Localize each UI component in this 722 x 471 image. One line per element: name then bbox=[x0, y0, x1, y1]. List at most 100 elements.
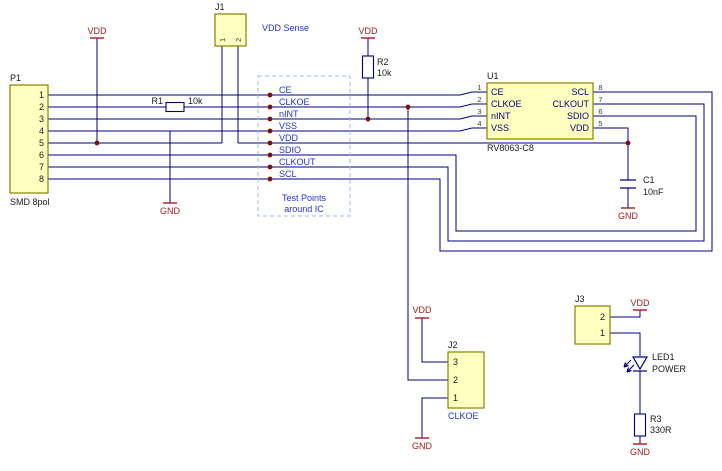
test-point-net-label: CE bbox=[279, 85, 292, 95]
vdd-label: VDD bbox=[87, 26, 107, 36]
u1-pin-number: 3 bbox=[477, 107, 481, 116]
r3-body bbox=[633, 413, 647, 437]
net-ce-wire bbox=[48, 91, 487, 96]
j3-pin2-vdd-wire bbox=[610, 310, 641, 318]
test-point-net-label: VSS bbox=[279, 121, 297, 131]
r3-value: 330R bbox=[650, 425, 672, 435]
test-pad bbox=[267, 164, 273, 170]
c1-plates-icon bbox=[620, 179, 636, 189]
gnd-label: GND bbox=[630, 447, 651, 457]
p1-type: SMD 8pol bbox=[10, 197, 50, 207]
test-point-net-label: CLKOUT bbox=[279, 157, 316, 167]
p1-pin-number: 3 bbox=[39, 114, 44, 124]
test-point-net-label: SDIO bbox=[279, 145, 301, 155]
test-point-net-label: nINT bbox=[279, 109, 299, 119]
vdd-label: VDD bbox=[630, 298, 650, 308]
p1-pin-number: 1 bbox=[39, 90, 44, 100]
test-pad bbox=[267, 116, 273, 122]
u1-ref: U1 bbox=[487, 71, 499, 81]
test-point-net-label: VDD bbox=[279, 133, 299, 143]
p1-pin-number: 2 bbox=[39, 102, 44, 112]
j2-pin-number: 2 bbox=[453, 375, 458, 385]
u1-pin-number: 6 bbox=[598, 107, 602, 116]
test-pads bbox=[267, 92, 273, 182]
c1-value: 10nF bbox=[643, 187, 664, 197]
resistor-r2: R2 10k bbox=[361, 55, 392, 79]
j3-pin1-led-wire bbox=[610, 332, 641, 356]
j3-pin-number: 2 bbox=[600, 312, 605, 322]
j2-ref: J2 bbox=[448, 340, 458, 350]
test-pad bbox=[267, 128, 273, 134]
j3-ref: J3 bbox=[575, 294, 585, 304]
u1-pin-number: 2 bbox=[477, 95, 481, 104]
test-points-caption-line1: Test Points bbox=[282, 193, 327, 203]
net-nint-wire bbox=[48, 115, 487, 120]
test-pad bbox=[267, 104, 273, 110]
r2-body bbox=[361, 55, 375, 79]
junction-dot bbox=[365, 116, 371, 122]
led1-ref: LED1 bbox=[652, 352, 675, 362]
test-points-group: CE CLKOE nINT VSS VDD SDIO CLKOUT SCL Te… bbox=[257, 75, 351, 217]
test-pad bbox=[267, 152, 273, 158]
j1-pin-number: 2 bbox=[234, 38, 243, 42]
test-points-outline bbox=[257, 75, 351, 217]
net-clkoe-wire-right bbox=[184, 103, 487, 108]
junction-dot bbox=[405, 104, 411, 110]
u1-body bbox=[486, 82, 594, 140]
led-light-arrows-icon bbox=[623, 359, 635, 373]
u1-pin-name: VSS bbox=[491, 123, 509, 133]
test-pad bbox=[267, 176, 273, 182]
j2-clkoe-tap bbox=[407, 107, 448, 381]
j1-pin-number: 1 bbox=[218, 38, 227, 42]
net-clkout-wire bbox=[48, 103, 705, 242]
c1-ref: C1 bbox=[643, 175, 655, 185]
test-point-net-label: CLKOE bbox=[279, 97, 310, 107]
net-scl-wire bbox=[48, 91, 713, 252]
vdd-sense-annotation: VDD Sense bbox=[262, 23, 309, 33]
junctions bbox=[94, 104, 631, 146]
vdd-label: VDD bbox=[358, 26, 378, 36]
p1-pin-number: 5 bbox=[39, 138, 44, 148]
r2-value: 10k bbox=[377, 68, 392, 78]
r2-ref: R2 bbox=[377, 57, 389, 67]
j3-body bbox=[574, 305, 611, 345]
led1-value: POWER bbox=[652, 364, 687, 374]
u1-pin-name: CLKOUT bbox=[552, 99, 589, 109]
p1-pin-number: 8 bbox=[39, 174, 44, 184]
u1-vdd-c1-wire bbox=[593, 127, 629, 208]
gnd-label: GND bbox=[160, 206, 181, 216]
p1-pin-number: 7 bbox=[39, 162, 44, 172]
u1-pin-number: 1 bbox=[477, 83, 481, 92]
r3-ref: R3 bbox=[650, 414, 662, 424]
capacitor-c1: C1 10nF bbox=[620, 175, 664, 197]
p1-pin-number: 6 bbox=[39, 150, 44, 160]
resistor-r3: R3 330R bbox=[633, 413, 672, 437]
j2-pin3-vdd-wire bbox=[421, 318, 448, 363]
gnd-label: GND bbox=[412, 441, 433, 451]
u1-pin-number: 4 bbox=[477, 119, 481, 128]
wires bbox=[48, 38, 713, 444]
test-points-caption-line2: around IC bbox=[284, 204, 324, 214]
net-vss-wire bbox=[48, 127, 487, 132]
connector-j2: J2 3 2 1 CLKOE bbox=[447, 340, 485, 421]
u1-part: RV8063-C8 bbox=[487, 143, 534, 153]
ic-u1: U1 RV8063-C8 CE CLKOE nINT VSS SCL CLKOU… bbox=[477, 71, 602, 153]
test-pad bbox=[267, 92, 273, 98]
j2-pin1-gnd-wire bbox=[421, 397, 448, 438]
j3-pin-number: 1 bbox=[600, 328, 605, 338]
test-pad bbox=[267, 140, 273, 146]
net-sdio-wire bbox=[48, 115, 697, 232]
u1-pin-number: 7 bbox=[598, 95, 602, 104]
junction-dot bbox=[625, 140, 631, 146]
resistor-r1: R1 10k bbox=[151, 96, 203, 113]
test-point-net-label: SCL bbox=[279, 169, 297, 179]
power-symbols: VDD VDD VDD VDD GND GND GND GND bbox=[87, 26, 650, 457]
u1-pin-number: 5 bbox=[598, 119, 602, 128]
j1-body bbox=[214, 13, 247, 47]
j2-pin-number: 3 bbox=[453, 357, 458, 367]
gnd-label: GND bbox=[618, 211, 639, 221]
j2-pin-number: 1 bbox=[453, 393, 458, 403]
p1-ref: P1 bbox=[10, 73, 21, 83]
